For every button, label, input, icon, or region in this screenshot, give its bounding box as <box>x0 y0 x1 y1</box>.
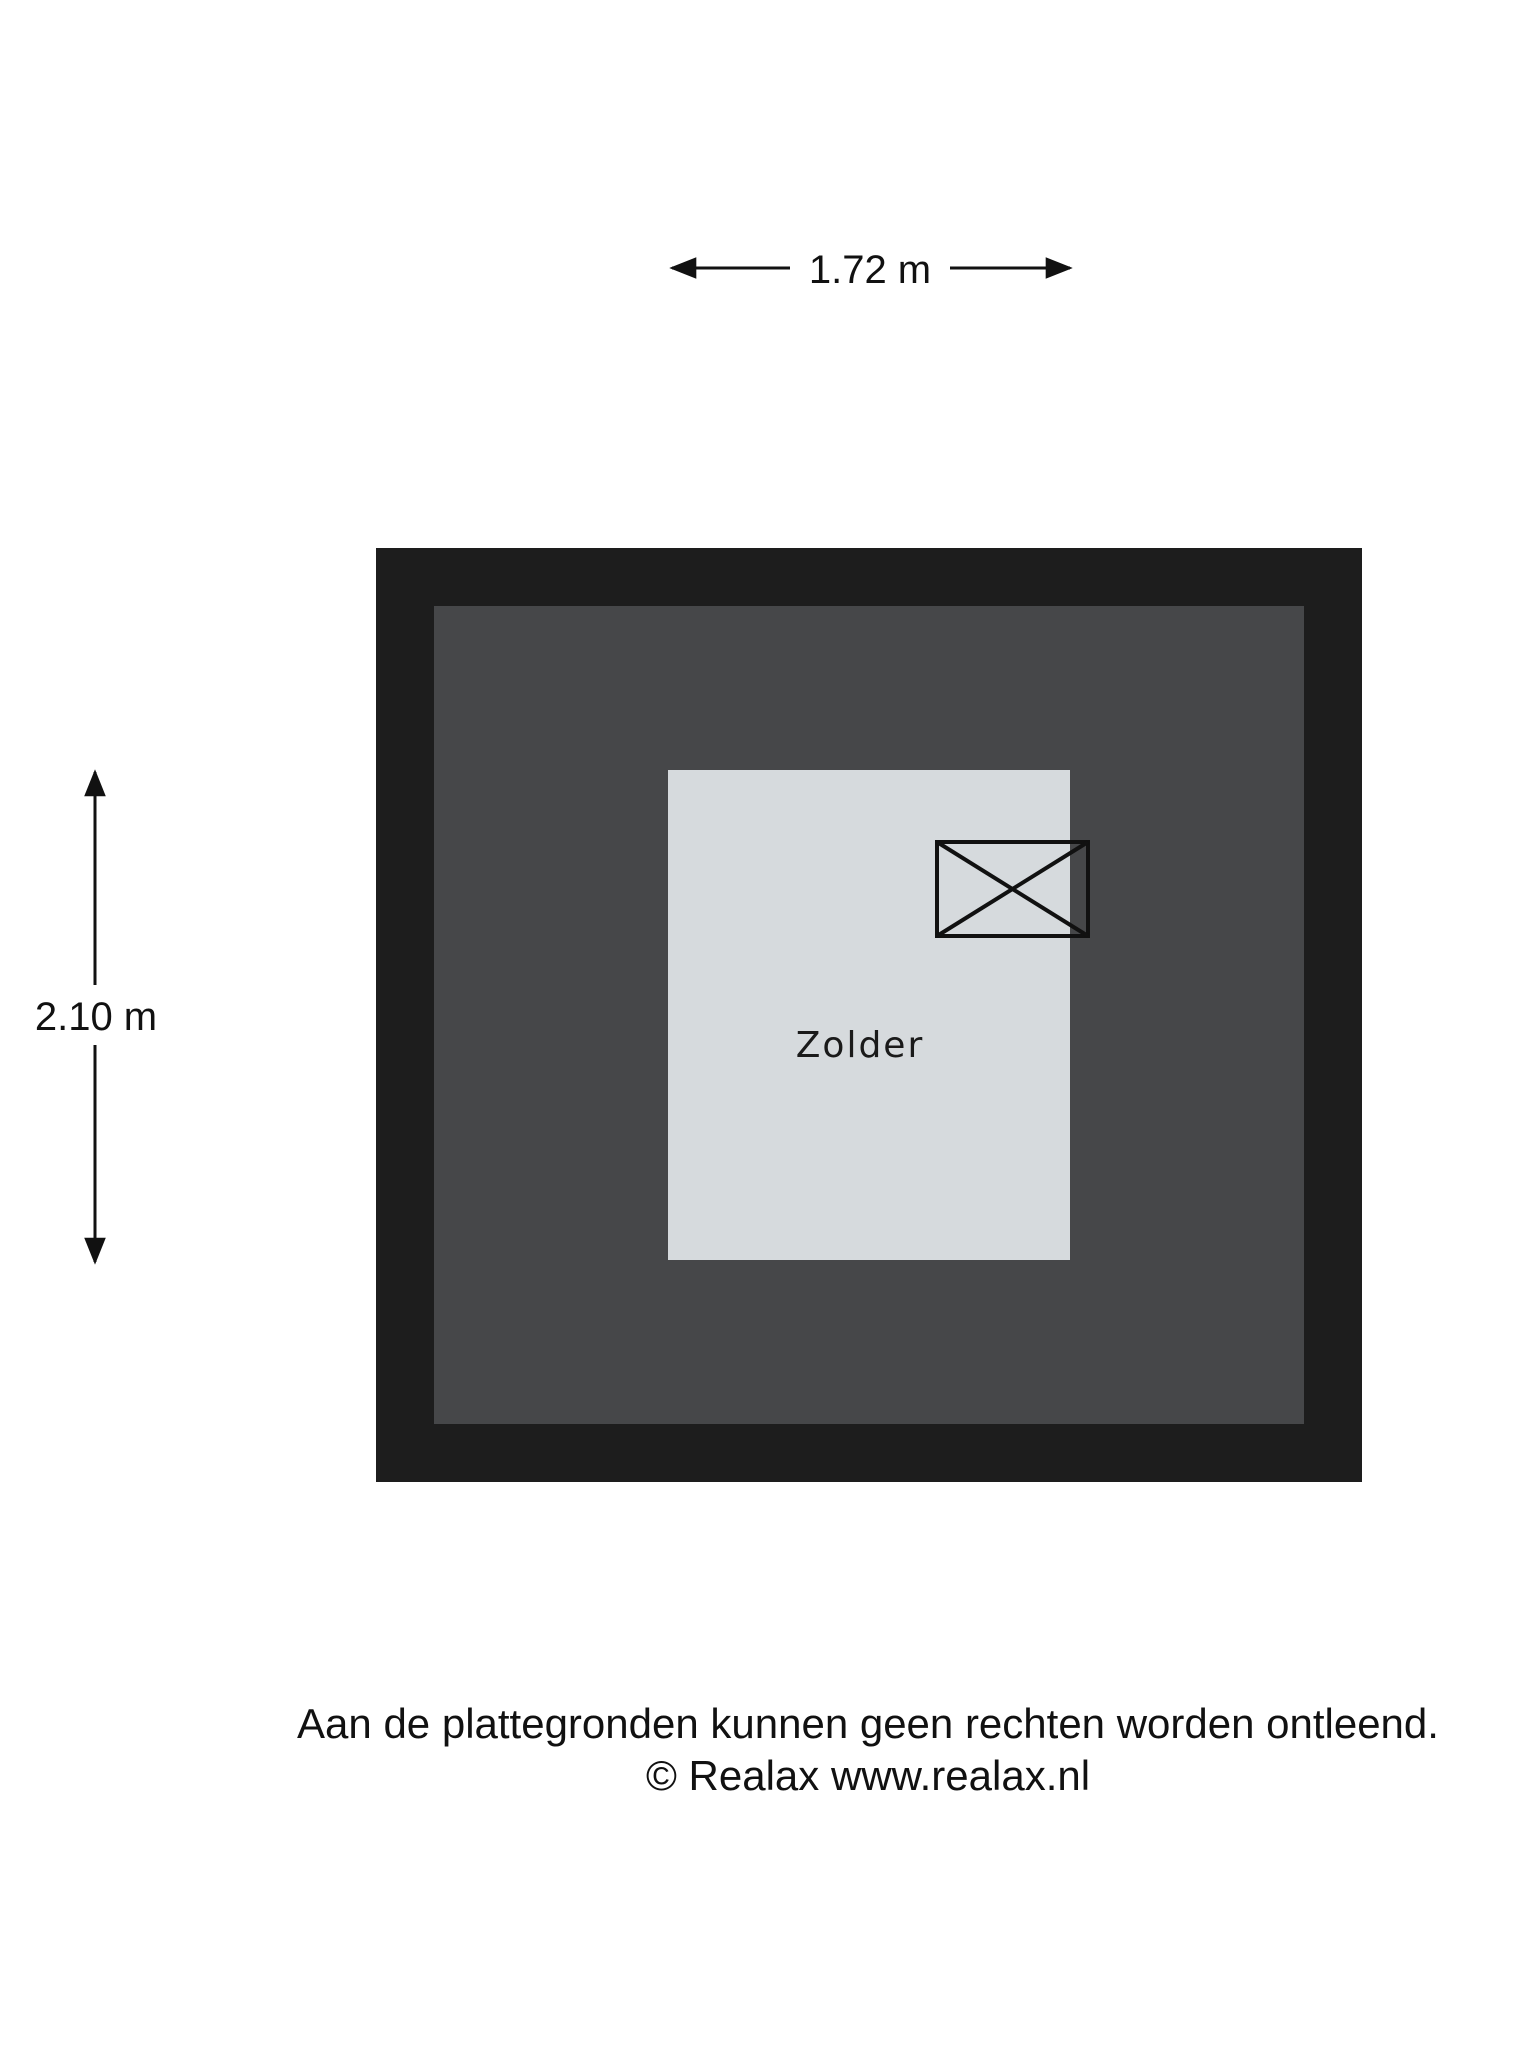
height-label: 2.10 m <box>35 995 157 1039</box>
height-dimension: 2.10 m <box>35 769 157 1265</box>
width-dimension: 1.72 m <box>669 248 1073 292</box>
copyright-text: © Realax www.realax.nl <box>645 1752 1091 1799</box>
roof-hatch-icon <box>935 840 1090 938</box>
width-label: 1.72 m <box>809 248 931 292</box>
disclaimer-text: Aan de plattegronden kunnen geen rechten… <box>297 1700 1439 1747</box>
room-floor <box>668 770 1070 1260</box>
room-label: Zolder <box>796 1025 925 1066</box>
